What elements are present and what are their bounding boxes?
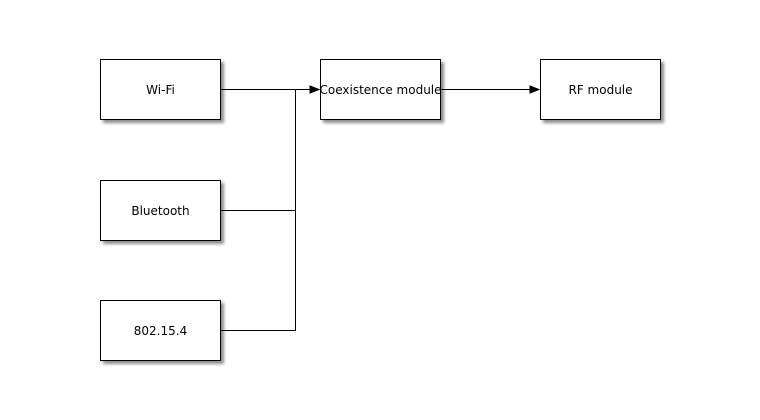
block-coexistence-module[interactable]: Coexistence module	[319, 59, 442, 120]
arrowhead-into-rf	[529, 85, 541, 94]
block-rf-module[interactable]: RF module	[540, 59, 661, 120]
block-rf-module-label: RF module	[568, 82, 633, 97]
block-ieee802154[interactable]: 802.15.4	[100, 300, 221, 361]
block-bluetooth[interactable]: Bluetooth	[100, 180, 221, 241]
arrowhead-into-coexistence	[309, 85, 321, 94]
block-coexistence-module-label: Coexistence module	[319, 82, 442, 97]
block-wifi-label: Wi-Fi	[146, 82, 175, 97]
block-ieee802154-label: 802.15.4	[133, 323, 188, 338]
block-wifi[interactable]: Wi-Fi	[100, 59, 221, 120]
block-bluetooth-label: Bluetooth	[131, 203, 190, 218]
